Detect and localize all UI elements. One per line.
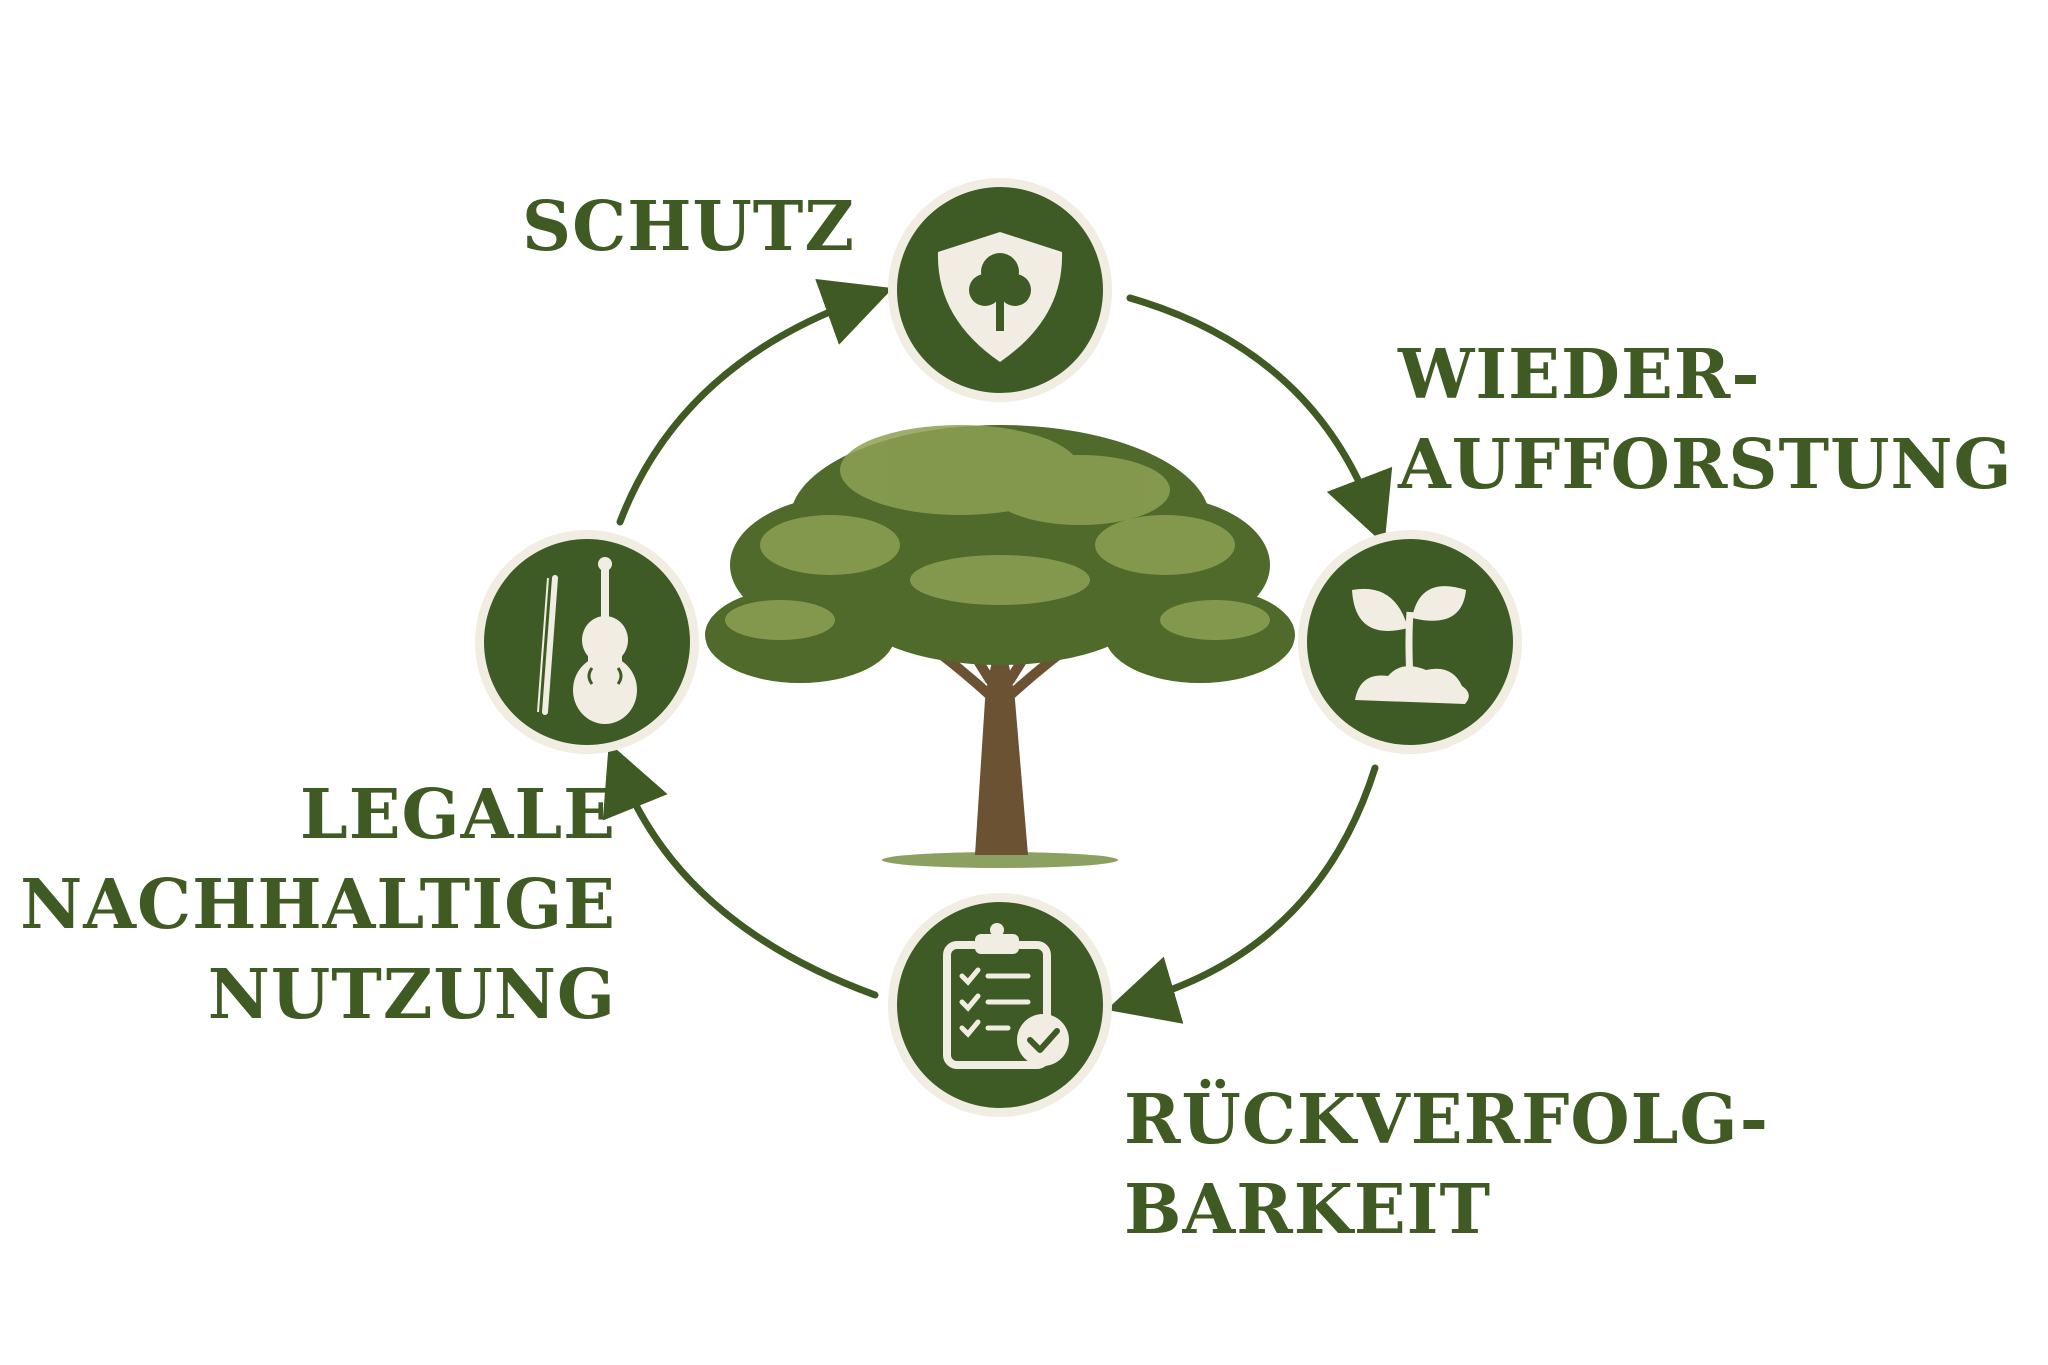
label-nutzung-line-3: NUTZUNG <box>207 955 616 1035</box>
arrow-rueckverfolgbarkeit-to-nutzung <box>602 742 879 999</box>
arrow-wiederaufforstung-to-rueckverfolgbarkeit <box>1106 764 1379 1024</box>
label-schutz-line-1: SCHUTZ <box>522 187 856 267</box>
clipboard-check-icon <box>943 923 1069 1069</box>
cycle-arrows <box>602 278 1393 1024</box>
label-nutzung-line-2: NACHHALTIGE <box>20 865 616 945</box>
label-schutz: SCHUTZ <box>522 182 855 272</box>
node-nutzung <box>475 530 699 754</box>
arrow-nutzung-to-schutz <box>616 278 893 526</box>
label-wiederaufforstung-line-1: WIEDER- <box>1398 335 1761 415</box>
label-rueckverfolgbarkeit-line-1: RÜCKVERFOLG- <box>1124 1080 1770 1160</box>
label-nutzung: LEGALE NACHHALTIGE NUTZUNG <box>20 770 616 1040</box>
oak-tree-icon <box>705 425 1295 868</box>
node-wiederaufforstung <box>1298 530 1522 754</box>
violin-icon <box>537 557 637 724</box>
seedling-icon <box>1352 586 1469 704</box>
label-wiederaufforstung-line-2: AUFFORSTUNG <box>1398 425 2013 505</box>
shield-tree-icon <box>937 232 1063 362</box>
arrow-schutz-to-wiederaufforstung <box>1126 294 1393 545</box>
label-wiederaufforstung: WIEDER- AUFFORSTUNG <box>1398 330 2013 510</box>
node-schutz <box>888 178 1112 402</box>
label-rueckverfolgbarkeit-line-2: BARKEIT <box>1124 1170 1492 1250</box>
label-nutzung-line-1: LEGALE <box>299 775 616 855</box>
node-rueckverfolgbarkeit <box>888 893 1112 1117</box>
label-rueckverfolgbarkeit: RÜCKVERFOLG- BARKEIT <box>1124 1075 1769 1255</box>
